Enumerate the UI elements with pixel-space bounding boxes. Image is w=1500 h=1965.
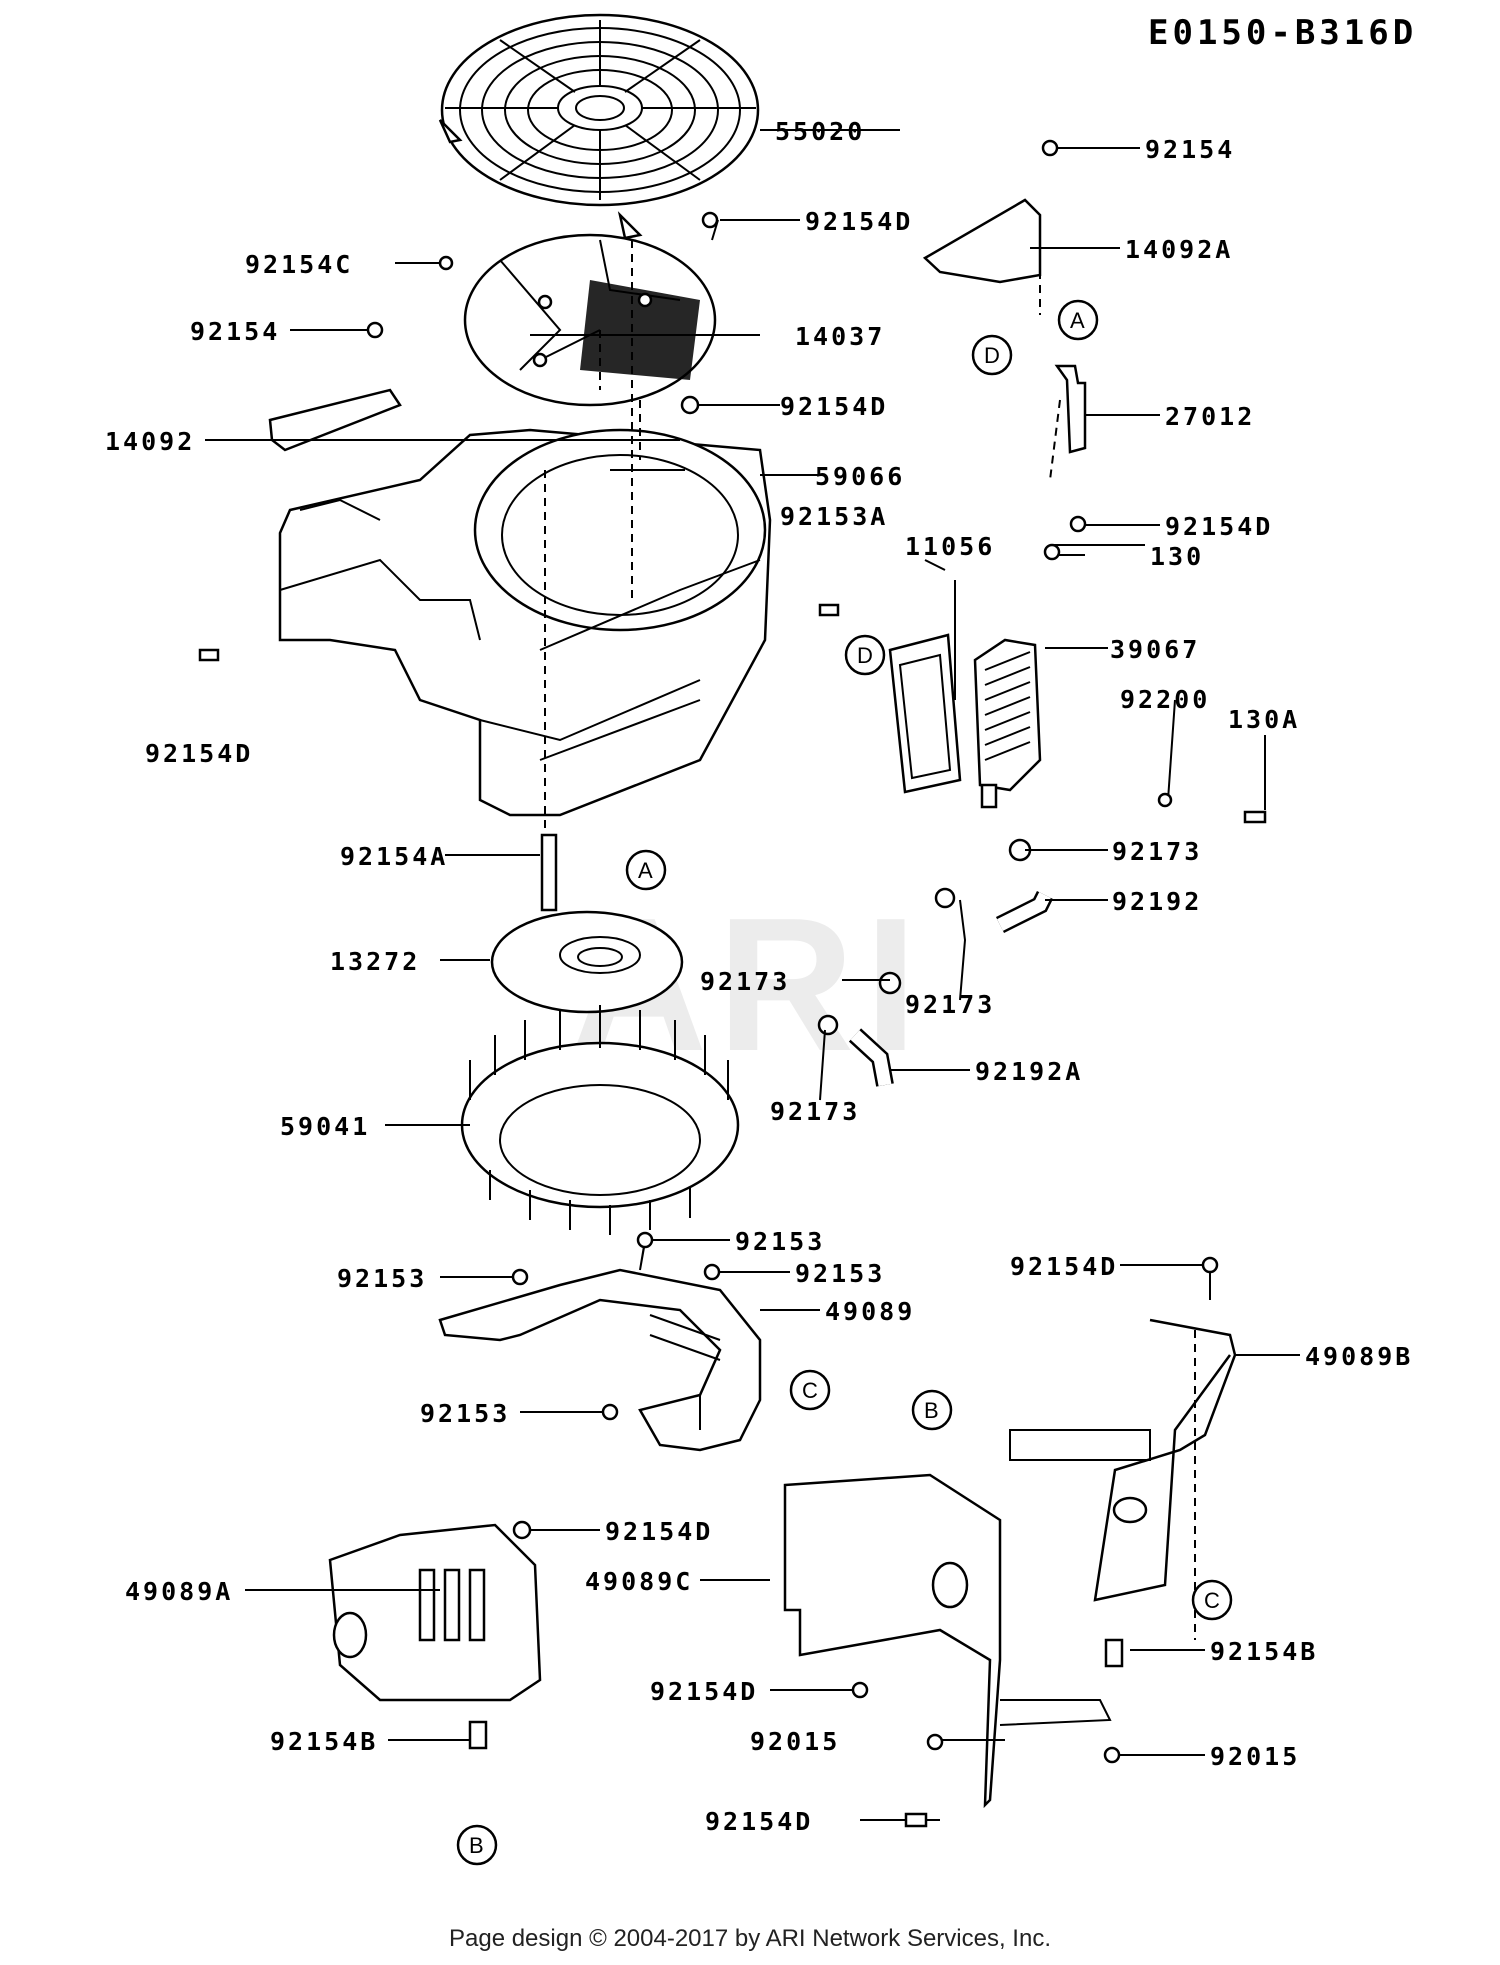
part-label: 11056 xyxy=(905,532,995,561)
part-label: 14092A xyxy=(1125,235,1233,264)
part-label: 49089C xyxy=(585,1567,693,1596)
part-label: 27012 xyxy=(1165,402,1255,431)
part-label: 92192 xyxy=(1112,887,1202,916)
ref-marker-d: D xyxy=(857,643,873,668)
part-label: 92173 xyxy=(905,990,995,1019)
cover-plate-14037 xyxy=(463,233,717,407)
part-label: 92154D xyxy=(780,392,888,421)
part-label: 92173 xyxy=(770,1097,860,1126)
ref-marker-b: B xyxy=(924,1398,939,1423)
fan-screen-55020 xyxy=(438,13,760,240)
part-label: 92154D xyxy=(650,1677,758,1706)
plate-13272 xyxy=(490,910,684,1014)
diagram-code: E0150-B316D xyxy=(1148,13,1417,53)
copyright-footer: Page design © 2004-2017 by ARI Network S… xyxy=(448,1925,1051,1952)
part-label: 92154D xyxy=(705,1807,813,1836)
part-label: 13272 xyxy=(330,947,420,976)
part-label: 130A xyxy=(1228,705,1300,734)
part-label: 14037 xyxy=(795,322,885,351)
part-label: 92153 xyxy=(420,1399,510,1428)
air-guide-14092 xyxy=(268,388,402,452)
part-label: 92015 xyxy=(1210,1742,1300,1771)
part-label: 92200 xyxy=(1120,685,1210,714)
part-label: 130 xyxy=(1150,542,1204,571)
part-label: 39067 xyxy=(1110,635,1200,664)
part-label: 92154D xyxy=(805,207,913,236)
part-label: 92154C xyxy=(245,250,353,279)
part-label: 92153 xyxy=(337,1264,427,1293)
baffle-49089 xyxy=(438,1268,762,1452)
air-guide-14092A xyxy=(922,198,1042,284)
blower-housing-59066 xyxy=(278,428,772,817)
part-label: 92154D xyxy=(605,1517,713,1546)
part-label: 92154D xyxy=(1165,512,1273,541)
part-label: 92154B xyxy=(270,1727,378,1756)
ref-marker-c: C xyxy=(1204,1588,1220,1613)
ref-markers: D A D A C B C B xyxy=(456,299,1233,1866)
hose-92192 xyxy=(995,890,1054,934)
part-label: 92153 xyxy=(735,1227,825,1256)
part-label: 92154 xyxy=(1145,135,1235,164)
shield-49089B xyxy=(1009,1318,1237,1602)
part-label: 55020 xyxy=(775,117,865,146)
part-label: 49089 xyxy=(825,1297,915,1326)
part-label: 92173 xyxy=(700,967,790,996)
part-labels: 55020 92154 92154D 14092A 92154C 14037 9… xyxy=(105,117,1413,1836)
part-label: 92192A xyxy=(975,1057,1083,1086)
gasket-11056 xyxy=(888,633,962,794)
part-label: 92154D xyxy=(1010,1252,1118,1281)
ref-marker-b: B xyxy=(469,1833,484,1858)
bracket-27012 xyxy=(1054,364,1087,454)
ref-marker-a: A xyxy=(638,858,653,883)
oil-cooler-39067 xyxy=(973,638,1042,809)
part-label: 92154D xyxy=(145,739,253,768)
leader-lines xyxy=(205,129,1300,1821)
part-label: 92154 xyxy=(190,317,280,346)
shield-49089C xyxy=(783,1473,1112,1809)
fasteners xyxy=(198,139,1267,1828)
part-label: 92154B xyxy=(1210,1637,1318,1666)
hose-92192A xyxy=(848,1028,894,1087)
ref-marker-c: C xyxy=(802,1378,818,1403)
part-label: 92153 xyxy=(795,1259,885,1288)
shield-49089A xyxy=(328,1523,542,1702)
part-label: 59041 xyxy=(280,1112,370,1141)
ref-marker-a: A xyxy=(1070,308,1085,333)
part-label: 92154A xyxy=(340,842,448,871)
collar-92154A xyxy=(540,833,558,912)
part-label: 92015 xyxy=(750,1727,840,1756)
part-label: 92173 xyxy=(1112,837,1202,866)
part-label: 92153A xyxy=(780,502,888,531)
part-label: 14092 xyxy=(105,427,195,456)
ref-marker-d: D xyxy=(984,343,1000,368)
part-label: 49089B xyxy=(1305,1342,1413,1371)
part-label: 49089A xyxy=(125,1577,233,1606)
part-label: 59066 xyxy=(815,462,905,491)
